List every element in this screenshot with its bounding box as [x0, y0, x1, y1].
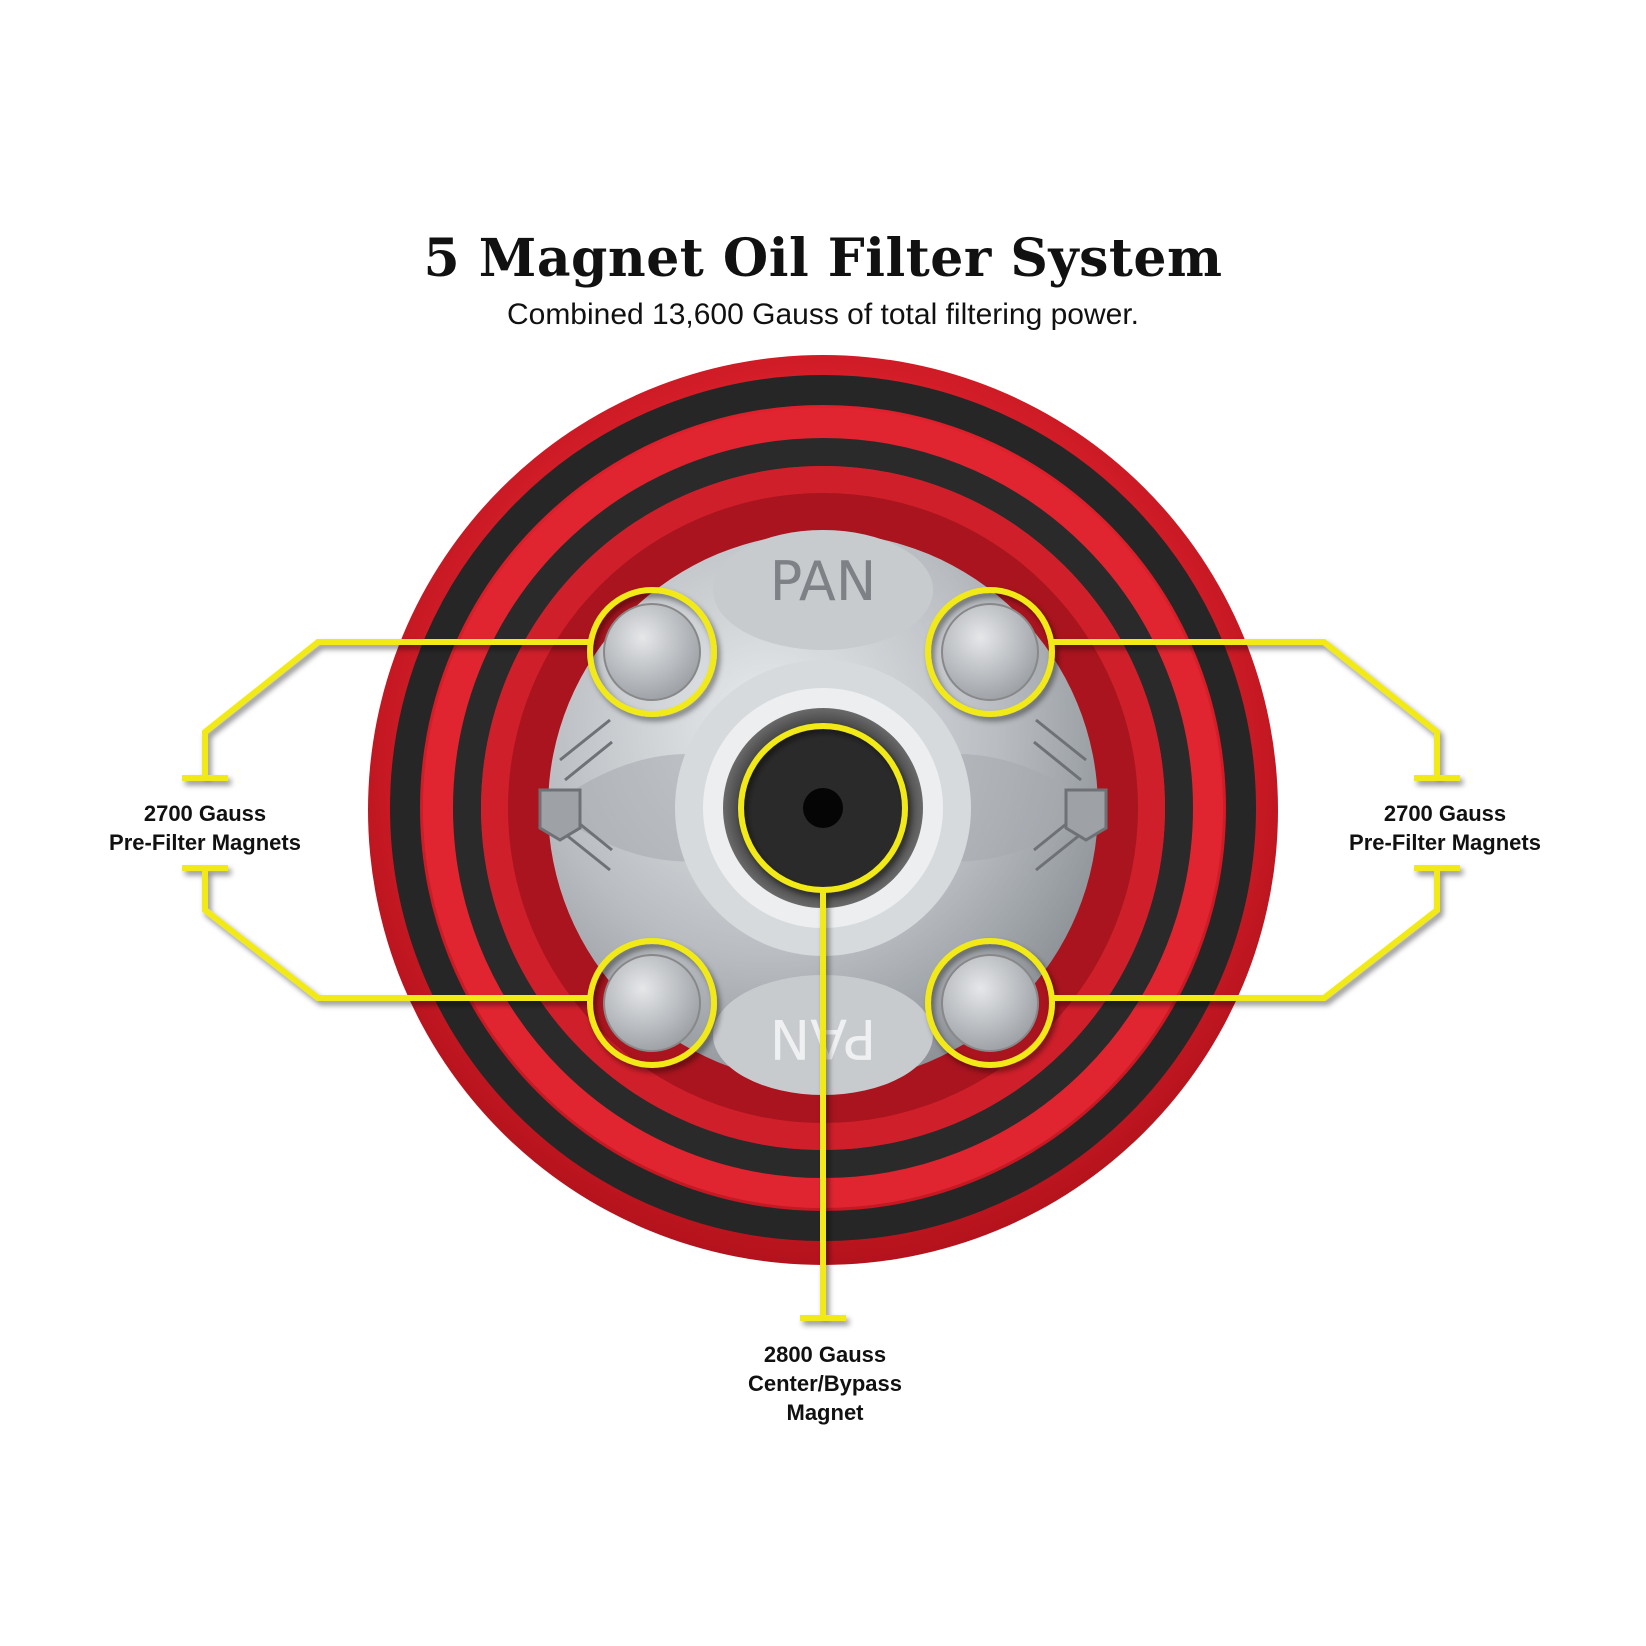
callout-right-line1: 2700 Gauss	[1383, 801, 1507, 826]
left-callout-upper	[202, 639, 590, 778]
pre-filter-magnet-top-left	[603, 603, 701, 701]
callout-center-line1: 2800 Gauss	[763, 1342, 887, 1367]
callout-label-center: 2800 Gauss Center/Bypass Magnet	[680, 1340, 970, 1427]
wing-logo-right-icon	[1033, 718, 1108, 872]
callout-center-line3: Magnet	[786, 1400, 864, 1425]
highlight-ring-top-right	[925, 587, 1055, 717]
highlight-ring-top-left	[587, 587, 717, 717]
callout-label-right: 2700 Gauss Pre-Filter Magnets	[1300, 799, 1590, 857]
highlight-ring-bottom-left	[587, 938, 717, 1068]
right-callout-upper	[1052, 639, 1440, 778]
highlight-ring-bottom-right	[925, 938, 1055, 1068]
callout-left-line2: Pre-Filter Magnets	[109, 830, 301, 855]
callout-label-left: 2700 Gauss Pre-Filter Magnets	[60, 799, 350, 857]
pre-filter-magnet-bottom-left	[603, 954, 701, 1052]
callout-right-line2: Pre-Filter Magnets	[1349, 830, 1541, 855]
pan-engraving-top: PAN	[770, 550, 876, 613]
diagram-title: 5 Magnet Oil Filter System	[423, 228, 1223, 289]
center-bore	[803, 788, 843, 828]
wing-logo-left-icon	[538, 718, 613, 872]
pre-filter-magnet-top-right	[941, 603, 1039, 701]
callout-lines	[182, 587, 1460, 1321]
diagram-subtitle: Combined 13,600 Gauss of total filtering…	[506, 298, 1140, 331]
right-callout-lower	[1052, 868, 1440, 1001]
callout-center-line2: Center/Bypass	[747, 1371, 903, 1396]
pre-filter-magnet-bottom-right	[941, 954, 1039, 1052]
left-callout-lower	[202, 868, 590, 1001]
callout-left-line1: 2700 Gauss	[143, 801, 267, 826]
